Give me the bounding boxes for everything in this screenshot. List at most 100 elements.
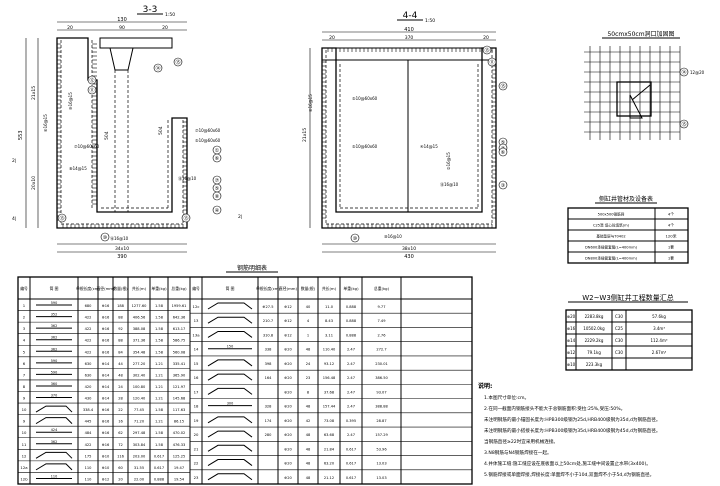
material-qty-0: 4个 [668, 212, 674, 217]
dim-4-b: 370 [405, 35, 414, 41]
callout-3-9 [212, 205, 222, 215]
header-right-2: 单根长度(cm) [256, 286, 280, 291]
left-row-sketch-11: 424 [51, 428, 57, 432]
left-row-id-11: 10 [22, 430, 27, 435]
header-left-6: 单重(kg) [151, 286, 167, 291]
left-row-cell-6-4: 48 [118, 373, 123, 377]
right-row-cell-12-4: 48 [306, 476, 311, 480]
right-row-cell-4-7: 230.01 [375, 362, 388, 366]
callout-3-12 [181, 213, 191, 223]
right-row-cell-11-6: 0.617 [346, 462, 356, 466]
dim-3-h4: 504 [158, 126, 164, 135]
left-row-cell-15-2: 110 [85, 477, 93, 481]
callout-3-label-9: ④ [215, 208, 220, 214]
callout-3-label-4: ① [215, 148, 220, 154]
dim-3-inner: 504 [104, 131, 110, 140]
left-row-cell-10-3: ⊕16 [102, 420, 110, 424]
section-3-3-title: 3-3 [143, 5, 158, 15]
right-row-cell-1-5: 8.43 [325, 319, 333, 323]
callout-3-2 [153, 63, 163, 73]
right-row-cell-10-4: 48 [306, 447, 311, 451]
rebar-label-3-4: ⑤10@60x60 [195, 138, 221, 143]
left-row-cell-6-3: ⊕14 [102, 373, 110, 377]
note-3: 未注明钢筋的最小搭接长度为:HPB300级钢为35d,HRB400级钢为45d,… [484, 427, 660, 434]
right-row-cell-1-6: 0.888 [346, 319, 357, 323]
cut-mark-left: 2| [12, 158, 16, 164]
rebar-label-3-8: ⑯16@10 [110, 235, 129, 241]
left-row-cell-2-6: 1.58 [155, 327, 164, 331]
right-row-cell-1-2: 210.7 [263, 319, 273, 323]
left-row-cell-5-6: 1.21 [155, 362, 163, 366]
left-row-cell-10-4: 16 [118, 420, 123, 424]
left-row-sketch-15: 110 [51, 474, 57, 478]
header-right-5: 共长(m) [322, 286, 337, 291]
left-row-cell-14-6: 0.617 [154, 466, 164, 470]
left-row-cell-2-4: 92 [118, 327, 123, 331]
left-row-cell-4-4: 84 [118, 350, 123, 354]
note-7: 5.钢筋焊接或单面焊接,焊接长度:单面焊不小于10d,双面焊不小于5d,d为钢筋… [484, 471, 654, 478]
right-row-cell-4-3: ⊕20 [284, 362, 292, 366]
callout-3-label-1: ⑪ [89, 87, 94, 94]
right-row-cell-11-3: ⊕20 [284, 462, 292, 466]
left-row-cell-7-6: 1.21 [155, 385, 163, 389]
left-row-sketch-4: 362 [51, 347, 57, 351]
material-qty-3: 1套 [668, 245, 674, 250]
left-row-cell-4-7: 560.08 [173, 350, 186, 354]
qty-grade-2: ⊕14 [567, 338, 576, 343]
left-row-cell-1-4: 88 [118, 316, 123, 320]
dim-3-h3: 20x10 [31, 176, 37, 190]
qty-weight-3: 79.1kg [587, 350, 601, 355]
left-row-id-7: 8 [23, 384, 26, 389]
left-row-cell-15-5: 22.00 [134, 477, 145, 481]
left-row-cell-2-3: ⊕16 [102, 327, 110, 331]
left-row-sketch-2: 362 [51, 324, 57, 328]
left-row-cell-3-4: 88 [118, 339, 123, 343]
left-row-cell-7-7: 121.97 [173, 385, 186, 389]
callout-4-label-3: ⑤ [501, 140, 505, 146]
left-row-id-5: 6 [23, 361, 26, 366]
right-row-cell-4-5: 93.12 [324, 362, 334, 366]
left-row-sketch-7: 360 [51, 382, 57, 386]
note-6: 4.井体施工缝:施工缝应设在底板面以上50cm处,施工缝中间设置止水带(3x40… [484, 460, 651, 467]
bar-sketch [207, 359, 253, 367]
left-row-cell-8-2: 430 [85, 397, 93, 401]
left-row-cell-10-2: 445 [85, 420, 92, 424]
right-row-id-6: 17 [194, 389, 199, 394]
callout-4-label-7: ⑩ [353, 236, 358, 242]
rebar-schedule: 钢筋明细表 编号简 图单根长度(cm)直径(mm)数量(根)共长(m)单重(kg… [17, 264, 473, 485]
bar-sketch [207, 316, 253, 324]
right-row-cell-6-5: 37.68 [324, 390, 335, 394]
opening-detail: 50cmx50cm洞口加固图 ⑭ ⑮ 12@20 [584, 30, 705, 140]
right-row-cell-5-4: 23 [306, 376, 311, 380]
qty-concrete-2: C30 [615, 338, 623, 343]
left-row-cell-2-2: 422 [85, 327, 92, 331]
right-row-sketch-7: 300 [227, 402, 233, 406]
left-row-cell-3-2: 422 [85, 339, 92, 343]
left-row-cell-7-3: ⊕14 [102, 385, 110, 389]
right-row-cell-2-3: ⊕12 [284, 333, 292, 337]
rebar-label-3-7: ⑮16@10 [178, 175, 197, 181]
left-row-cell-4-3: ⊕16 [102, 350, 110, 354]
right-row-cell-3-4: 48 [306, 348, 311, 352]
dim-3-a: 20 [67, 25, 73, 31]
note-5: 3.N8钢筋与N4钢筋焊接在一起。 [484, 449, 552, 456]
opening-callout-15: ⑮ [681, 121, 686, 128]
left-row-sketch-6: 590 [51, 370, 57, 374]
rebar-label-4-6: ⑮16@10 [440, 181, 459, 187]
right-row-id-7: 18 [194, 404, 199, 409]
header-right-0: 编号 [192, 286, 200, 291]
right-row-id-0: 12c [193, 304, 200, 309]
right-row-cell-2-6: 0.888 [346, 333, 357, 337]
header-left-7: 总重(kg) [171, 286, 187, 291]
right-row-cell-7-2: 328 [265, 405, 273, 409]
rebar-label-3-6: ⑨16@15 [68, 92, 73, 110]
left-row-cell-12-3: ⊕16 [102, 443, 110, 447]
right-row-cell-5-7: 386.50 [375, 376, 388, 380]
section-4-4-title: 4-4 [403, 11, 418, 21]
left-row-cell-8-5: 120.40 [133, 397, 146, 401]
left-row-id-6: 7 [23, 372, 26, 377]
header-right-7: 总重(kg) [374, 286, 390, 291]
right-row-cell-0-7: 9.77 [377, 305, 385, 309]
